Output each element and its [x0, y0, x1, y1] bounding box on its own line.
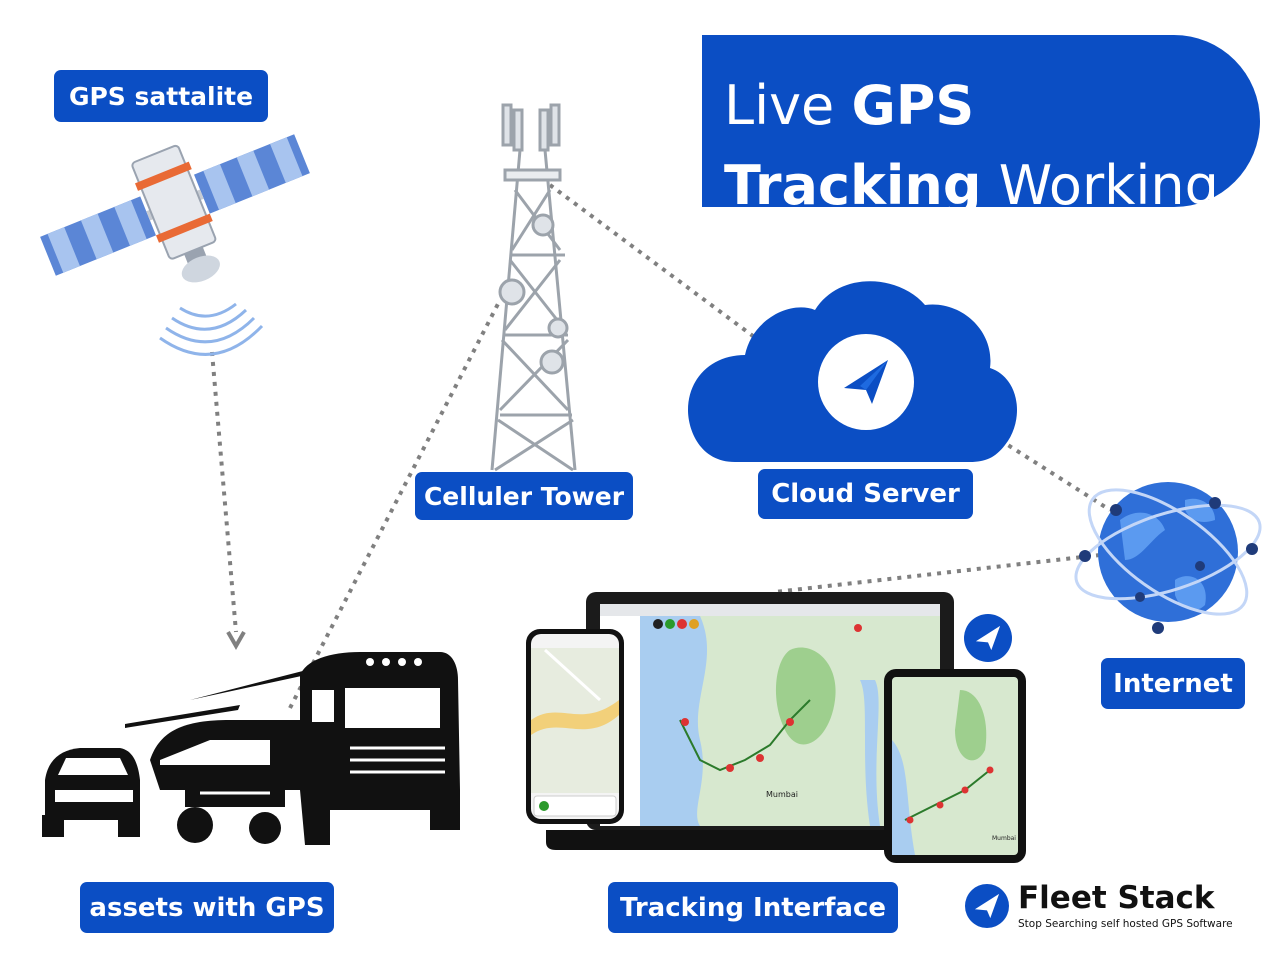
- title-word-gps: GPS: [851, 74, 975, 137]
- fleet-stack-logo-small-icon: [964, 614, 1012, 662]
- map-city-label: Mumbai: [766, 790, 798, 799]
- globe-icon: [1074, 482, 1262, 634]
- cloud-label: Cloud Server: [758, 469, 973, 519]
- satellite-label: GPS sattalite: [54, 70, 268, 122]
- assets-label: assets with GPS: [80, 882, 334, 933]
- tower-label: Celluler Tower: [415, 472, 633, 520]
- car-icon: [42, 748, 140, 837]
- interface-label: Tracking Interface: [608, 882, 898, 933]
- title-word-tracking: Tracking: [724, 154, 982, 217]
- title-banner: Live GPS Tracking Working: [702, 35, 1260, 213]
- van-icon: [125, 705, 300, 844]
- connector-assets-to-tower: [288, 299, 502, 709]
- connector-satellite-to-assets: [210, 351, 238, 633]
- cloud-icon: [688, 281, 1017, 462]
- cell-tower-icon: [490, 103, 577, 472]
- title-word-live: Live: [724, 74, 835, 137]
- arrow-head: [226, 631, 246, 651]
- tablet-icon: [884, 669, 1026, 863]
- title-line-1: Live GPS: [724, 79, 974, 133]
- connector-tower-to-cloud: [548, 183, 767, 347]
- truck-icon: [190, 652, 460, 845]
- brand-tagline: Stop Searching self hosted GPS Software: [1018, 918, 1233, 930]
- satellite-icon: [40, 134, 310, 356]
- fleet-stack-logo-icon: [965, 884, 1009, 928]
- connector-lines: [210, 183, 1112, 709]
- phone-icon: [526, 629, 624, 824]
- brand-name: Fleet Stack: [1018, 880, 1215, 916]
- title-word-working: Working: [998, 154, 1219, 217]
- tablet-city-label: Mumbai: [992, 835, 1016, 842]
- internet-label: Internet: [1101, 658, 1245, 709]
- title-line-2: Tracking Working: [724, 159, 1219, 213]
- connector-cloud-to-internet: [998, 438, 1112, 512]
- connector-internet-to-interface: [774, 553, 1101, 594]
